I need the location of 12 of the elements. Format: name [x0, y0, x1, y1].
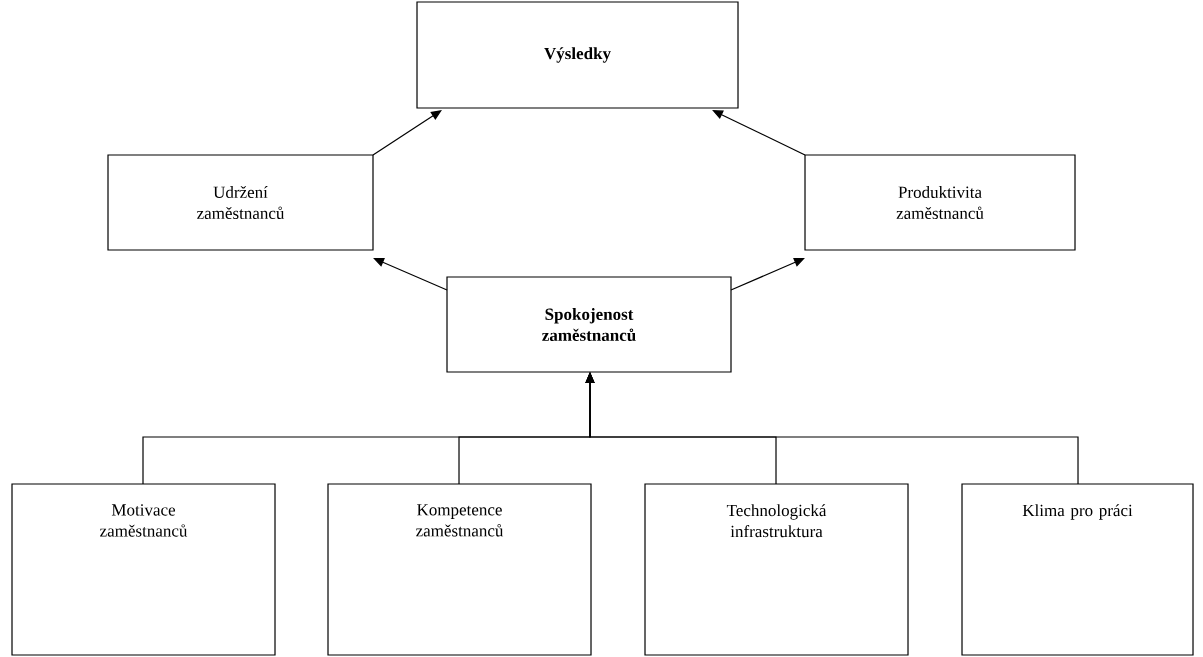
process-box: Klima pro práci [961, 483, 1194, 656]
process-box: Produktivita zaměstnanců [804, 154, 1076, 251]
arrow [712, 110, 806, 156]
process-box: Spokojenost zaměstnanců [446, 276, 732, 373]
process-box: Kompetence zaměstnanců [327, 483, 592, 656]
process-box: Technologická infrastruktura [644, 483, 909, 656]
process-box: Výsledky [416, 1, 739, 109]
process-box: Udržení zaměstnanců [107, 154, 374, 251]
arrow [372, 110, 442, 156]
arrow [730, 258, 805, 291]
process-box: Motivace zaměstnanců [11, 483, 276, 656]
arrow [373, 258, 448, 291]
